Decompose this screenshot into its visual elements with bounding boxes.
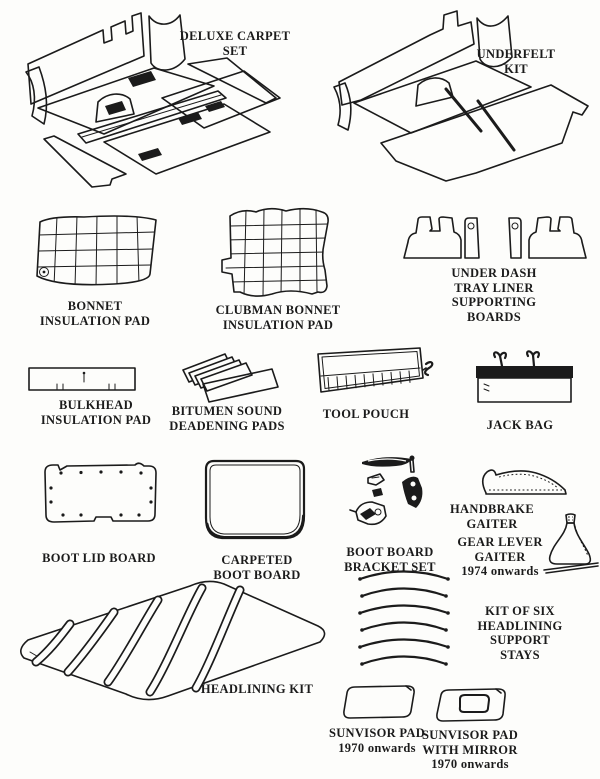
tool-pouch-illustration (314, 346, 436, 398)
carpeted-boot-board-label: CARPETED BOOT BOARD (213, 553, 301, 582)
bonnet-insulation-pad-illustration (22, 210, 172, 298)
headlining-support-stays-label: KIT OF SIX HEADLINING SUPPORT STAYS (477, 604, 563, 662)
bulkhead-insulation-pad-label: BULKHEAD INSULATION PAD (40, 398, 152, 427)
sunvisor-pad-with-mirror-illustration (432, 686, 514, 726)
gear-lever-gaiter-illustration (542, 512, 600, 576)
bonnet-insulation-pad-label: BONNET INSULATION PAD (39, 299, 151, 328)
underfelt-kit-label: UNDERFELT KIT (476, 47, 556, 76)
headlining-kit-illustration (10, 572, 335, 702)
boot-board-bracket-set-label: BOOT BOARD BRACKET SET (344, 545, 436, 574)
carpeted-boot-board-illustration (200, 456, 310, 548)
sunvisor-pad-illustration (337, 684, 425, 722)
tool-pouch-label: TOOL POUCH (322, 407, 410, 421)
clubman-bonnet-insulation-pad-label: CLUBMAN BONNET INSULATION PAD (215, 303, 341, 332)
headlining-kit-label: HEADLINING KIT (200, 682, 314, 696)
boot-board-bracket-set-illustration (349, 452, 440, 544)
headlining-support-stays-illustration (352, 563, 456, 675)
boot-lid-board-illustration (35, 460, 169, 534)
under-dash-tray-liner-label: UNDER DASH TRAY LINER SUPPORTING BOARDS (451, 266, 537, 324)
sunvisor-pad-label: SUNVISOR PAD 1970 onwards (328, 726, 426, 755)
deluxe-carpet-set-label: DELUXE CARPET SET (179, 29, 291, 58)
bulkhead-insulation-pad-illustration (27, 366, 137, 392)
clubman-bonnet-insulation-pad-illustration (214, 202, 349, 302)
bitumen-pads-illustration (175, 348, 287, 403)
handbrake-gaiter-illustration (474, 464, 574, 502)
deluxe-carpet-set-illustration (8, 6, 288, 196)
jack-bag-label: JACK BAG (486, 418, 554, 432)
handbrake-gaiter-label: HANDBRAKE GAITER (450, 502, 534, 531)
boot-lid-board-label: BOOT LID BOARD (42, 551, 156, 565)
sunvisor-pad-with-mirror-label: SUNVISOR PAD WITH MIRROR 1970 onwards (421, 728, 519, 771)
underfelt-kit-illustration (325, 2, 597, 197)
jack-bag-illustration (472, 348, 577, 406)
under-dash-tray-liner-illustration (400, 212, 590, 264)
gear-lever-gaiter-label: GEAR LEVER GAITER 1974 onwards (457, 535, 543, 578)
bitumen-pads-label: BITUMEN SOUND DEADENING PADS (169, 404, 285, 433)
